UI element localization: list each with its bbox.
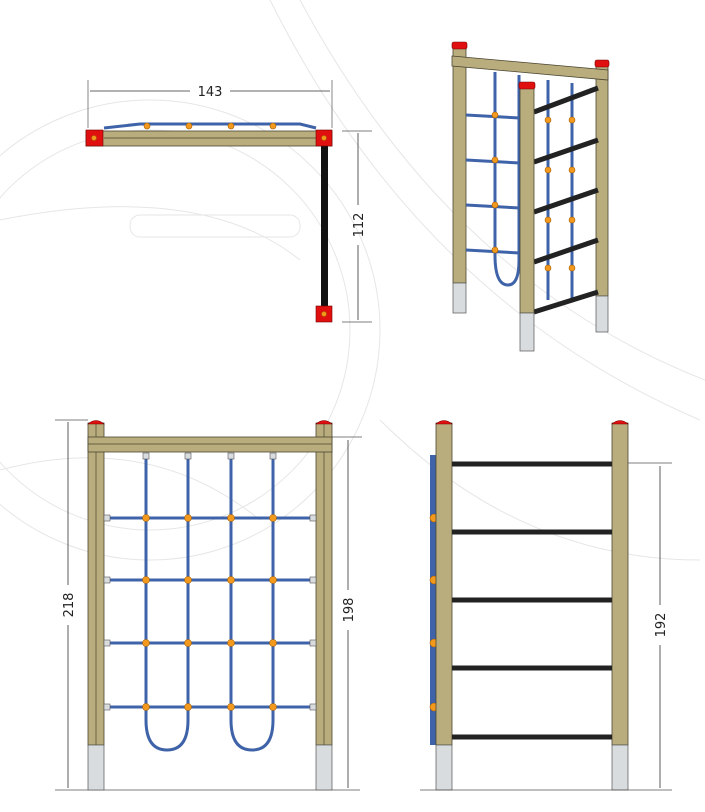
perspective-rungs bbox=[533, 85, 599, 315]
dimension-rung-height: 192 bbox=[654, 613, 669, 638]
dimension-beam-height: 198 bbox=[342, 598, 357, 623]
perspective-net bbox=[465, 72, 576, 300]
dimension-depth: 112 bbox=[352, 213, 367, 238]
dimension-total-height: 218 bbox=[62, 593, 77, 618]
net-knots bbox=[142, 514, 277, 711]
side-rungs bbox=[452, 461, 612, 740]
background-sketch bbox=[0, 0, 705, 561]
climbing-net bbox=[103, 452, 317, 752]
dimension-width: 143 bbox=[198, 85, 223, 100]
top-knots bbox=[143, 122, 277, 130]
side-view: 192 bbox=[420, 420, 672, 791]
perspective-view bbox=[451, 41, 610, 352]
top-view: 143 112 bbox=[85, 80, 372, 323]
front-view: 218 198 bbox=[55, 419, 362, 791]
